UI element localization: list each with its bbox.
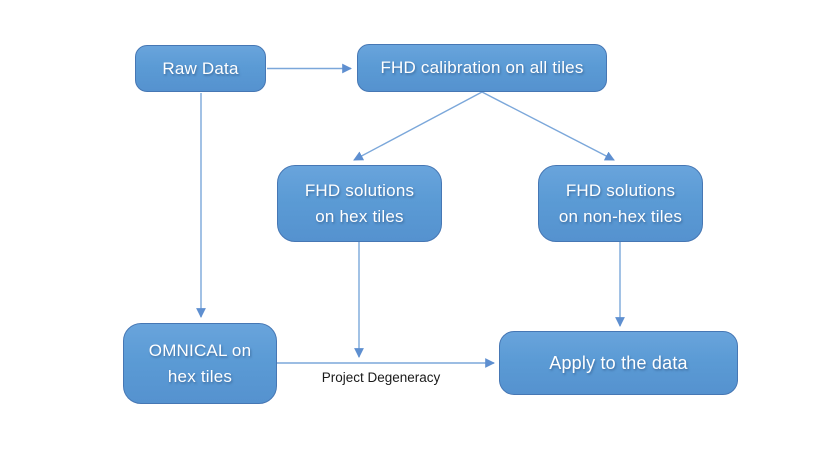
node-omnical-hex: OMNICAL on hex tiles: [123, 323, 277, 404]
node-fhd-solutions-hex: FHD solutions on hex tiles: [277, 165, 442, 242]
node-apply-data: Apply to the data: [499, 331, 738, 395]
edge-label-project-degeneracy: Project Degeneracy: [321, 370, 441, 385]
node-raw-data: Raw Data: [135, 45, 266, 92]
edge-calibration-to-hexsolutions: [353, 91, 483, 161]
node-fhd-solutions-nonhex: FHD solutions on non-hex tiles: [538, 165, 703, 242]
node-fhd-calibration: FHD calibration on all tiles: [357, 44, 607, 92]
edge-calibration-to-nonhexsolutions: [481, 91, 615, 161]
